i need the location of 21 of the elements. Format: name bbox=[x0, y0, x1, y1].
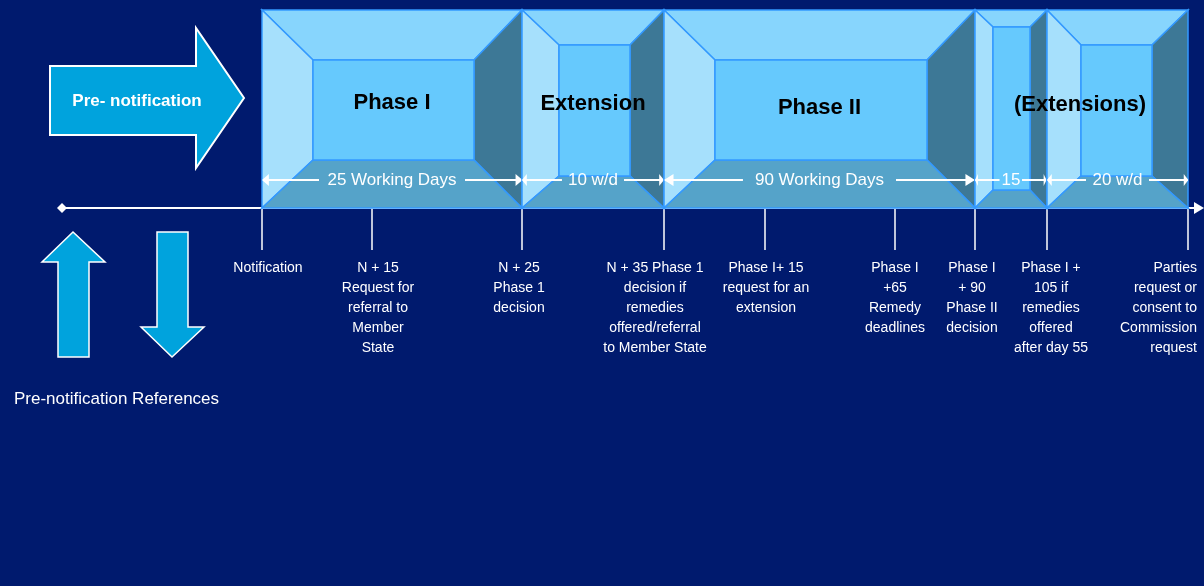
milestone-label: Phase I + 105 if remedies offered after day 55 bbox=[1014, 258, 1088, 357]
duration-label: 20 w/d bbox=[1091, 170, 1144, 190]
note-text: Pre-notification References bbox=[14, 389, 220, 409]
milestone-label: Notification bbox=[232, 258, 304, 277]
duration-label: 25 Working Days bbox=[326, 170, 458, 190]
phase-title: Extension bbox=[540, 90, 646, 116]
milestone-label: Phase I +65 Remedy deadlines bbox=[864, 258, 926, 337]
milestone-label: N + 35 Phase 1 decision if remedies offered/referral to Member State bbox=[602, 258, 708, 357]
milestone-label: Phase I+ 15 request for an extension bbox=[721, 258, 811, 317]
milestone-label: N + 15 Request for referral to Member State bbox=[340, 258, 416, 357]
phase-title: Phase II bbox=[777, 94, 862, 120]
milestone-label: N + 25 Phase 1 decision bbox=[492, 258, 546, 317]
arrow-label: Pre- notification bbox=[72, 91, 202, 111]
phase-title: (Extensions) bbox=[1014, 91, 1146, 117]
phase-title: Phase I bbox=[353, 89, 431, 115]
duration-label: 10 w/d bbox=[566, 170, 620, 190]
block-arrow bbox=[50, 28, 244, 168]
milestone-label: Parties request or consent to Commission request bbox=[1119, 258, 1197, 357]
duration-label: 15 bbox=[1000, 170, 1022, 190]
duration-label: 90 Working Days bbox=[753, 170, 886, 190]
milestone-label: Phase I + 90 Phase II decision bbox=[945, 258, 999, 337]
